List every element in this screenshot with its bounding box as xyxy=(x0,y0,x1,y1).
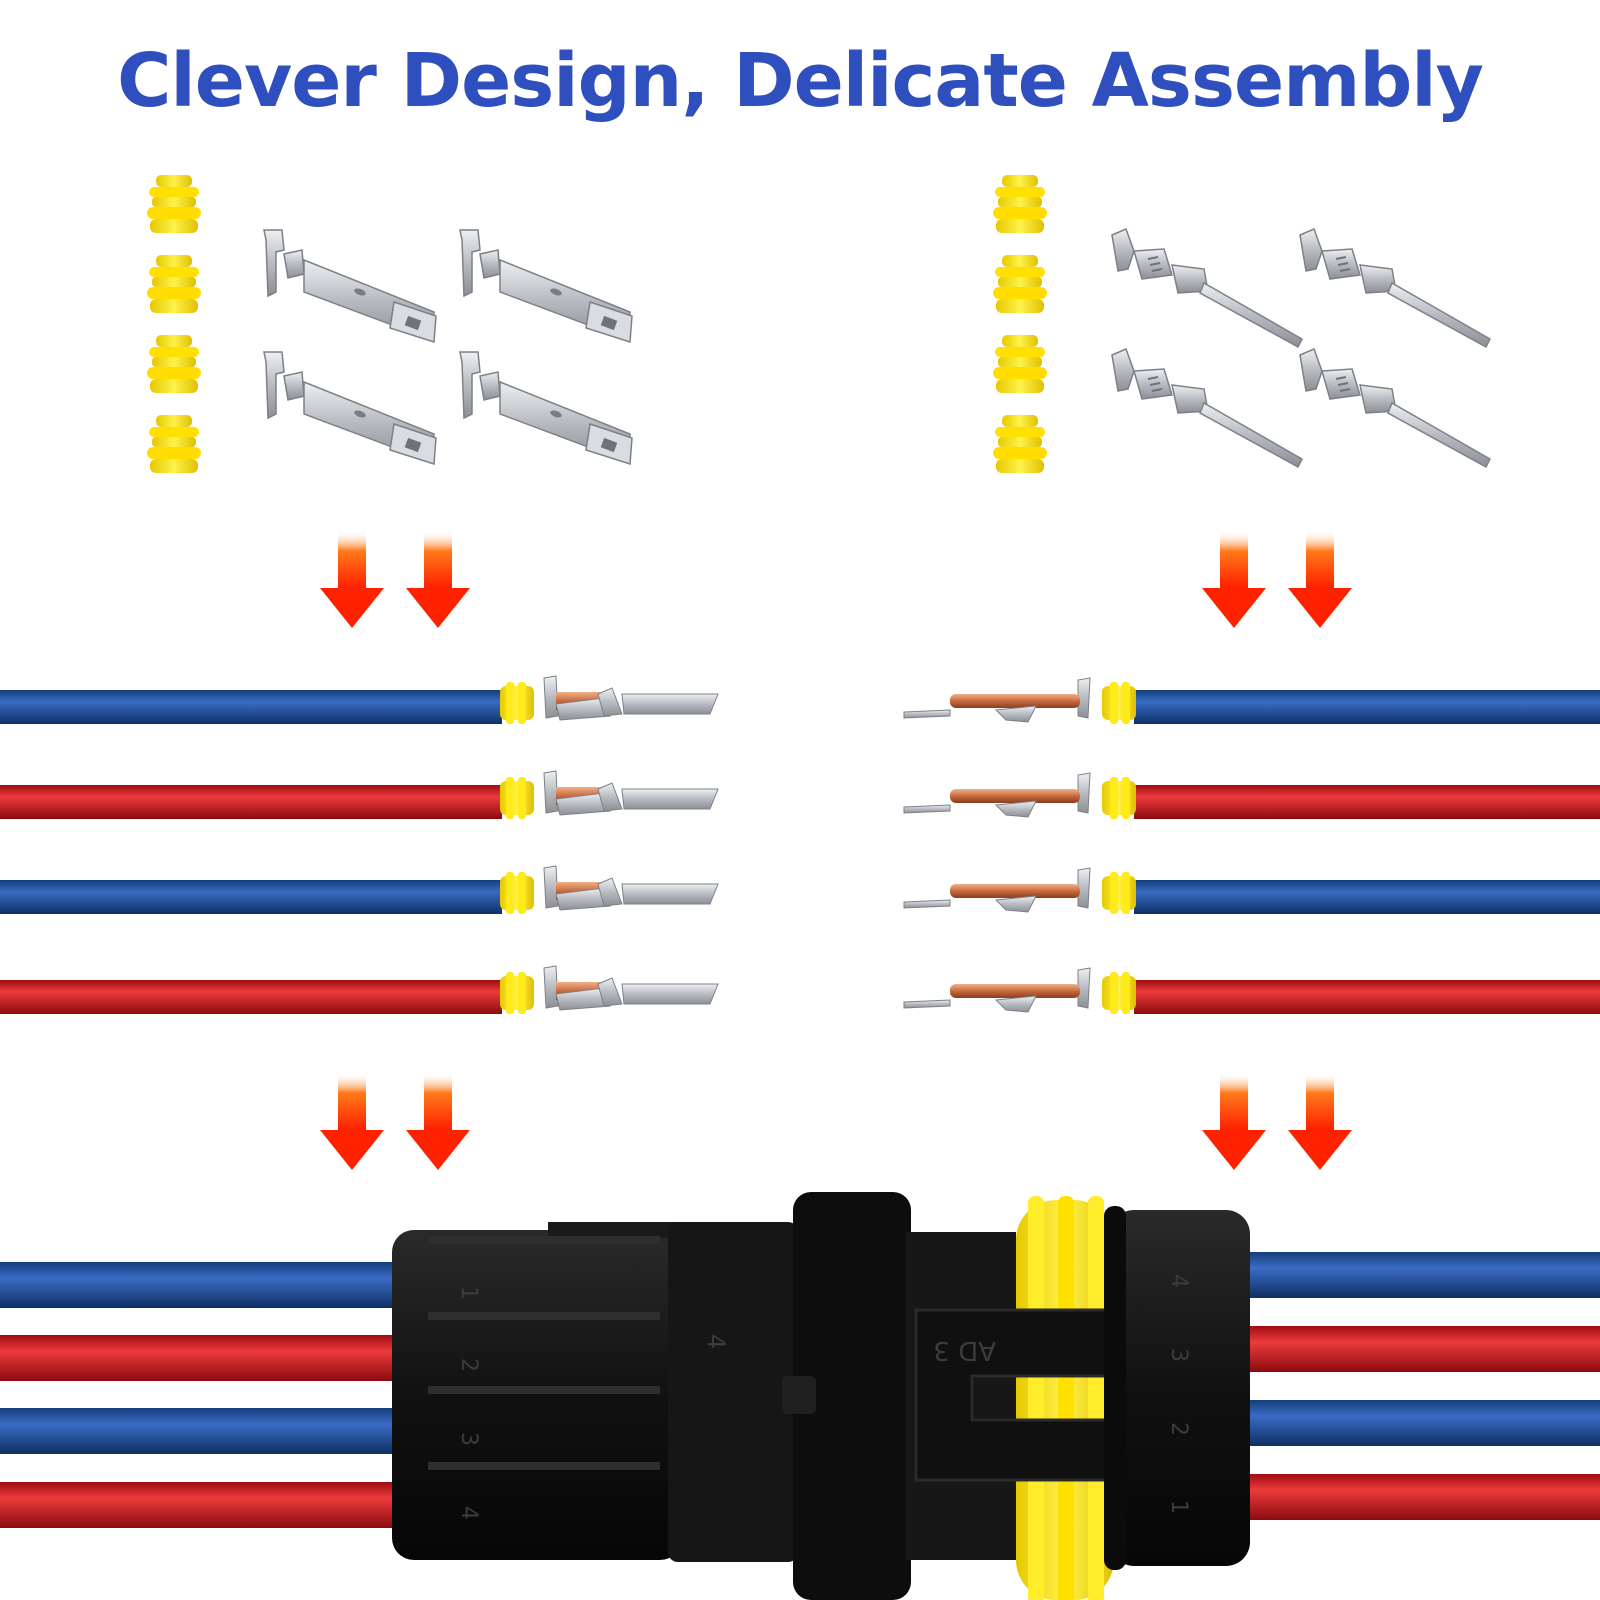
male-terminal-icon xyxy=(1111,228,1303,348)
arrows-row-1 xyxy=(320,530,1352,628)
seal-icon xyxy=(993,335,1047,393)
seal-icon xyxy=(147,415,201,473)
down-arrow-icon xyxy=(1288,1072,1352,1170)
pin-label-3-left: 3 xyxy=(456,1432,481,1446)
seal-icon xyxy=(993,415,1047,473)
down-arrow-icon xyxy=(320,1072,384,1170)
crimped-male-terminal-icon xyxy=(903,772,1137,820)
red-wire xyxy=(1134,785,1600,819)
blue-wire xyxy=(1134,880,1600,914)
female-terminal-icon xyxy=(459,351,633,465)
arrows-row-2 xyxy=(320,1072,1352,1170)
seal-icon xyxy=(147,255,201,313)
seal-icon xyxy=(147,175,201,233)
female-terminals-group xyxy=(263,229,633,465)
female-terminal-icon xyxy=(263,351,437,465)
blue-wire xyxy=(0,880,502,914)
pin-label-3-right: 3 xyxy=(1166,1348,1191,1362)
male-terminal-icon xyxy=(1299,228,1491,348)
male-terminal-icon xyxy=(1299,348,1491,468)
crimped-female-terminal-icon xyxy=(499,865,719,915)
left-seals-group xyxy=(147,175,201,473)
crimped-male-terminal-icon xyxy=(903,867,1137,915)
red-wire xyxy=(0,980,502,1014)
assembled-connector xyxy=(0,1192,1600,1600)
male-terminal-icon xyxy=(1111,348,1303,468)
red-wire xyxy=(0,785,502,819)
blue-wire xyxy=(0,690,502,724)
pin-label-4-right: 4 xyxy=(1166,1274,1191,1288)
side-label: 4 xyxy=(702,1334,730,1349)
left-crimped-wires xyxy=(0,675,719,1015)
seal-icon xyxy=(147,335,201,393)
seal-icon xyxy=(993,255,1047,313)
red-wire xyxy=(1134,980,1600,1014)
page-title: Clever Design, Delicate Assembly xyxy=(117,38,1484,124)
male-terminals-group xyxy=(1111,228,1491,468)
female-terminal-icon xyxy=(263,229,437,343)
down-arrow-icon xyxy=(406,530,470,628)
seal-icon xyxy=(993,175,1047,233)
blue-wire xyxy=(1134,690,1600,724)
right-seals-group xyxy=(993,175,1047,473)
connector-labels: 1 2 3 4 4 AD 3 4 3 2 1 xyxy=(456,1274,1191,1520)
down-arrow-icon xyxy=(1202,1072,1266,1170)
down-arrow-icon xyxy=(406,1072,470,1170)
down-arrow-icon xyxy=(1202,530,1266,628)
pin-label-2-right: 2 xyxy=(1166,1422,1191,1436)
crimped-female-terminal-icon xyxy=(499,965,719,1015)
pin-label-1-right: 1 xyxy=(1166,1500,1191,1514)
crimped-female-terminal-icon xyxy=(499,770,719,820)
down-arrow-icon xyxy=(320,530,384,628)
mid-label: AD 3 xyxy=(933,1335,996,1365)
female-terminal-icon xyxy=(459,229,633,343)
crimped-male-terminal-icon xyxy=(903,677,1137,725)
down-arrow-icon xyxy=(1288,530,1352,628)
crimped-female-terminal-icon xyxy=(499,675,719,725)
pin-label-1-left: 1 xyxy=(456,1286,481,1300)
pin-label-2-left: 2 xyxy=(456,1358,481,1372)
crimped-male-terminal-icon xyxy=(903,967,1137,1015)
right-crimped-wires xyxy=(903,677,1600,1015)
pin-label-4-left: 4 xyxy=(456,1506,481,1520)
